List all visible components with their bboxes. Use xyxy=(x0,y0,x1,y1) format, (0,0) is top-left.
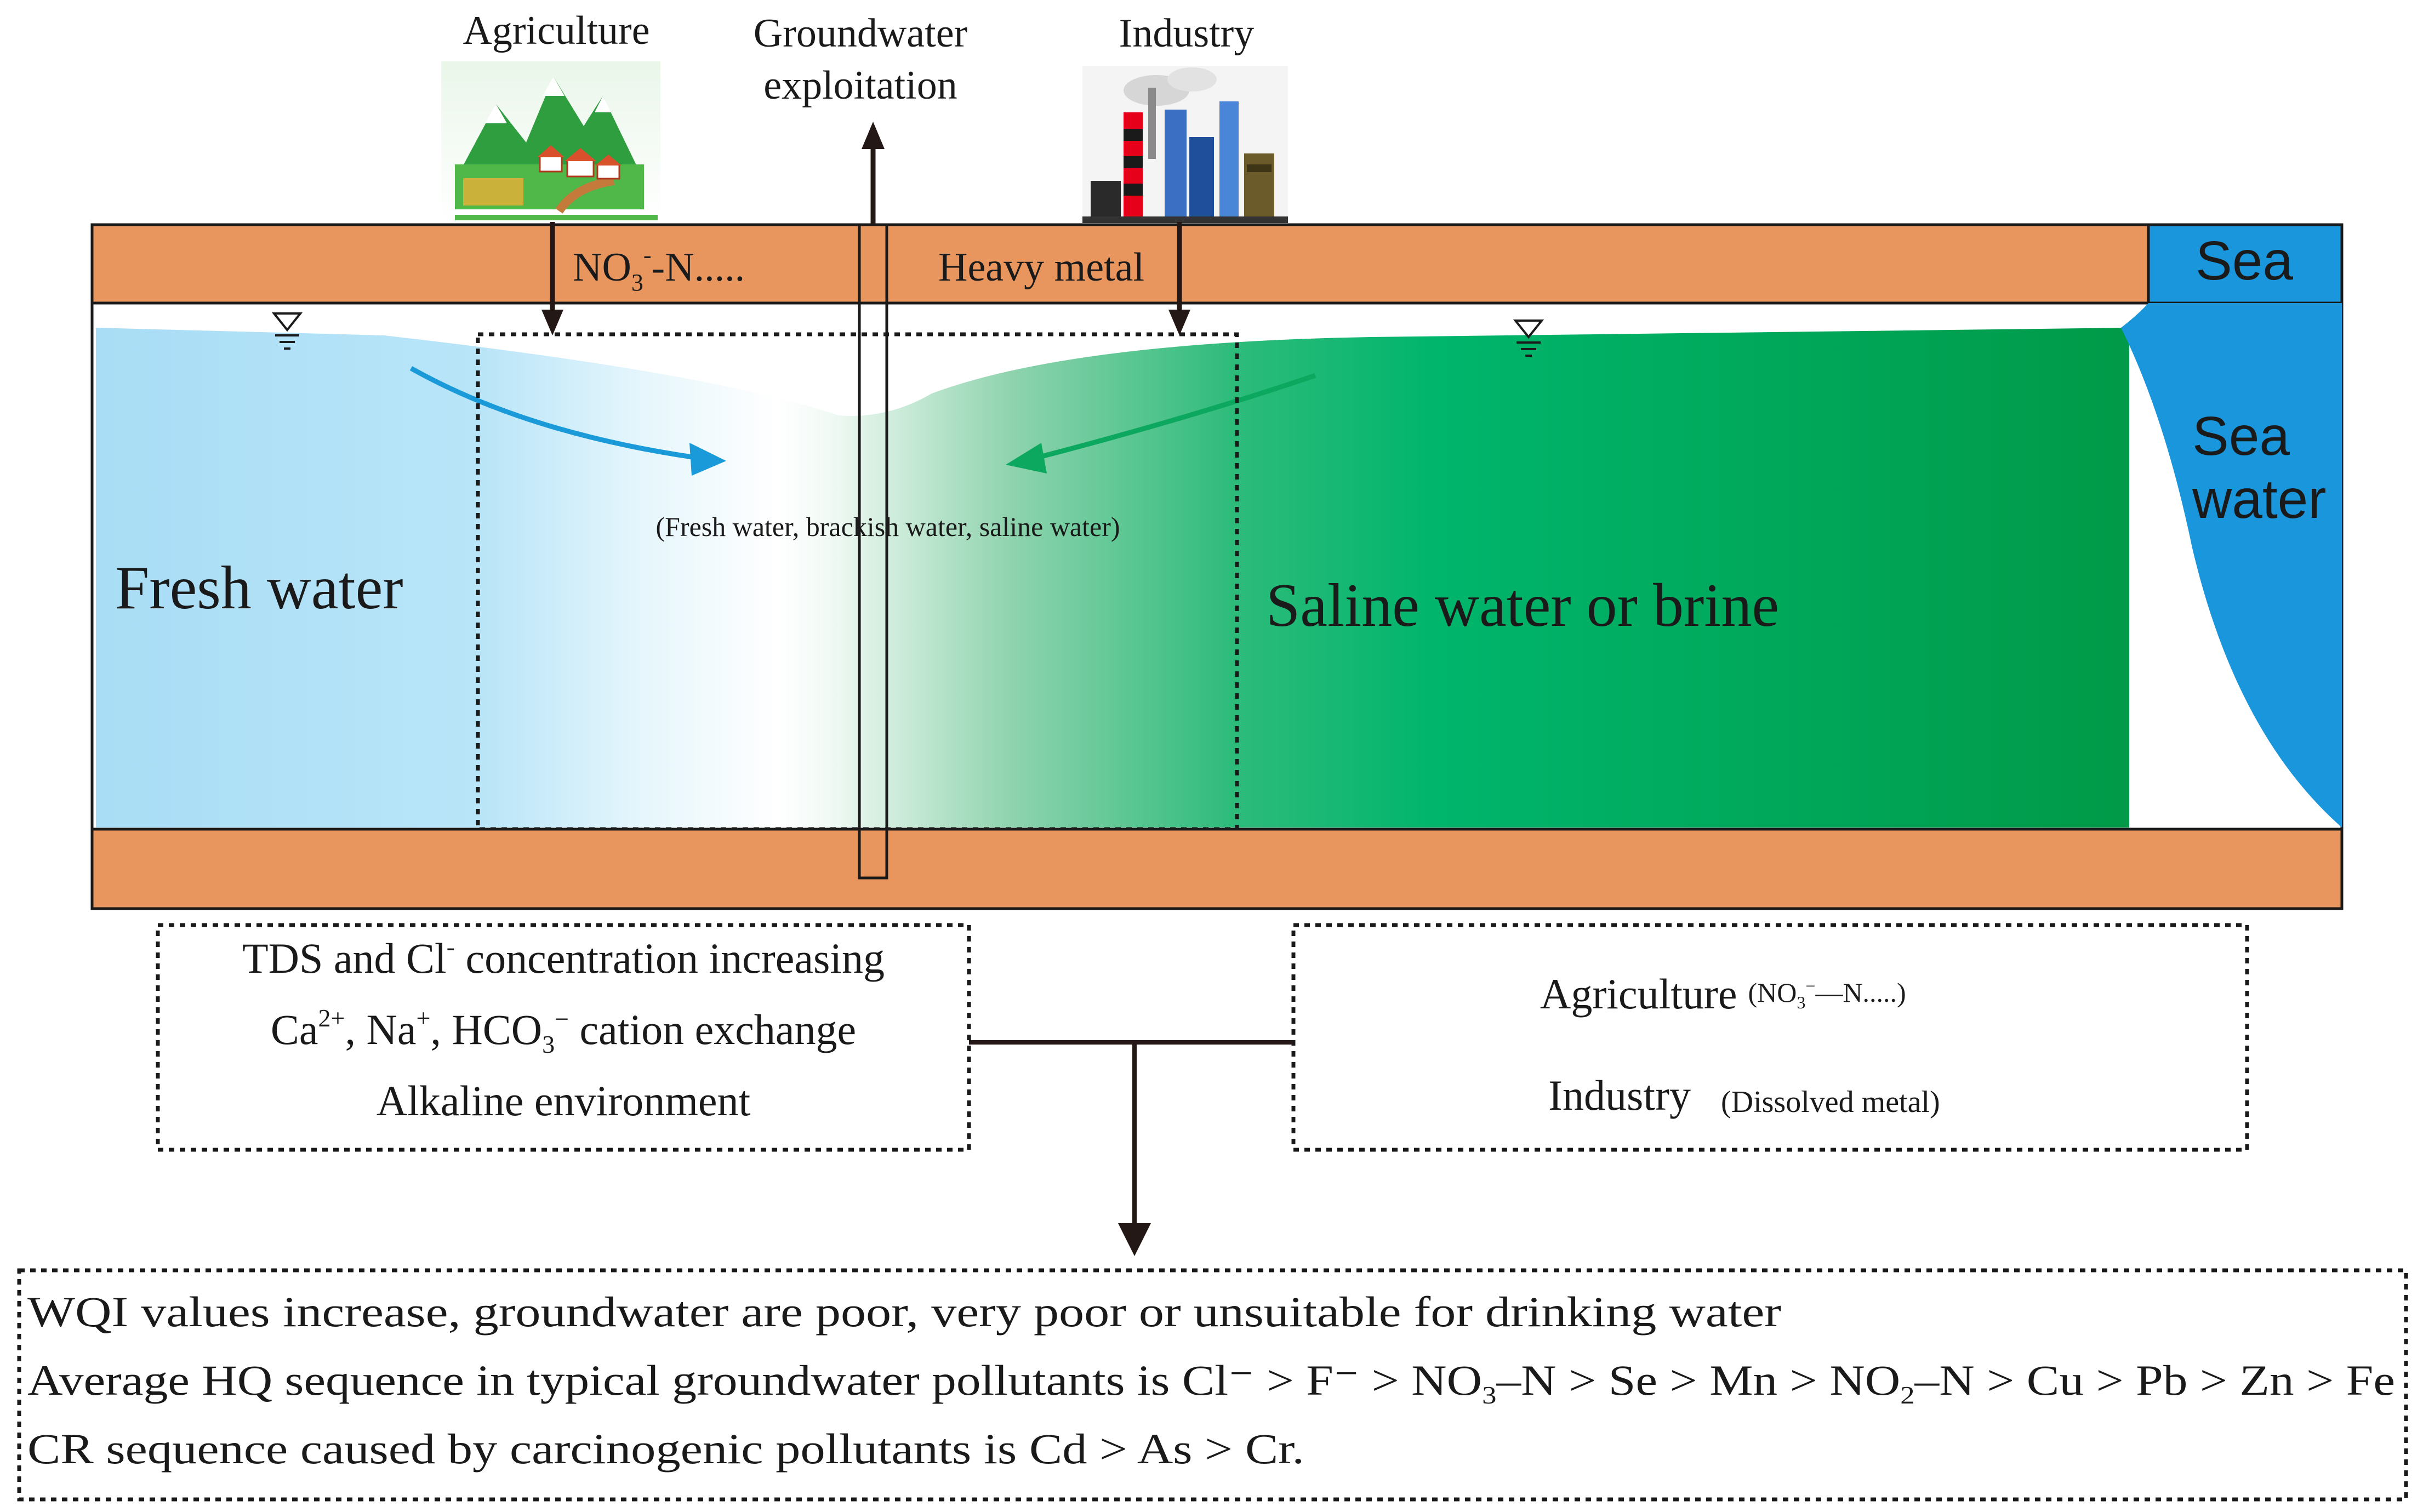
industry-source-line: Industry(Dissolved metal) xyxy=(1548,1071,1940,1119)
village-mountain-icon xyxy=(441,61,660,220)
lower-soil-layer xyxy=(90,828,2344,910)
cation-exchange-line: Ca2+, Na+, HCO3− cation exchange xyxy=(271,1004,856,1058)
fresh-water-arrowhead xyxy=(689,443,726,476)
agriculture-label: Agriculture xyxy=(463,8,649,53)
industry-input-arrowhead xyxy=(1168,310,1190,335)
cr-sequence-line: CR sequence caused by carcinogenic pollu… xyxy=(27,1425,1304,1473)
factory-icon xyxy=(1082,66,1288,225)
water-table-icon xyxy=(1513,319,1544,357)
industry-label: Industry xyxy=(1119,11,1255,56)
groundwater-exploitation-label-1: Groundwater xyxy=(754,11,967,56)
water-table-icon xyxy=(271,312,303,350)
saline-water-label: Saline water or brine xyxy=(1266,572,1779,640)
saline-water-flow-arrow xyxy=(1040,373,1316,459)
groundwater-body xyxy=(96,328,2129,828)
saline-water-arrowhead xyxy=(1006,443,1047,473)
tds-line: TDS and Cl- concentration increasing xyxy=(242,933,885,982)
wqi-line: WQI values increase, groundwater are poo… xyxy=(27,1288,1781,1336)
alkaline-line: Alkaline environment xyxy=(377,1077,751,1125)
sea-label: Sea xyxy=(2196,230,2293,292)
hq-sequence-line: Average HQ sequence in typical groundwat… xyxy=(27,1356,2395,1409)
sea-top-block xyxy=(2147,223,2344,305)
agriculture-input-arrowhead xyxy=(541,310,563,335)
fresh-water-flow-arrow xyxy=(409,366,697,460)
upper-soil-layer xyxy=(90,223,2150,305)
sea-water-wedge xyxy=(2121,303,2342,828)
heavy-metal-label: Heavy metal xyxy=(938,245,1144,290)
agriculture-source-line: Agriculture(NO3−—N.....) xyxy=(1540,970,1906,1018)
sea-water-label-2: water xyxy=(2192,469,2327,530)
exploitation-arrowhead xyxy=(862,122,885,149)
hydrochemistry-box xyxy=(156,923,971,1152)
fresh-water-label: Fresh water xyxy=(115,554,403,622)
pollution-source-box xyxy=(1291,923,2249,1152)
sea-water-label-1: Sea xyxy=(2192,406,2290,467)
groundwater-exploitation-label-2: exploitation xyxy=(763,63,957,108)
connector-arrowhead xyxy=(1118,1223,1151,1256)
nitrate-label: NO3--N..... xyxy=(573,242,745,296)
conclusion-box xyxy=(17,1268,2408,1502)
